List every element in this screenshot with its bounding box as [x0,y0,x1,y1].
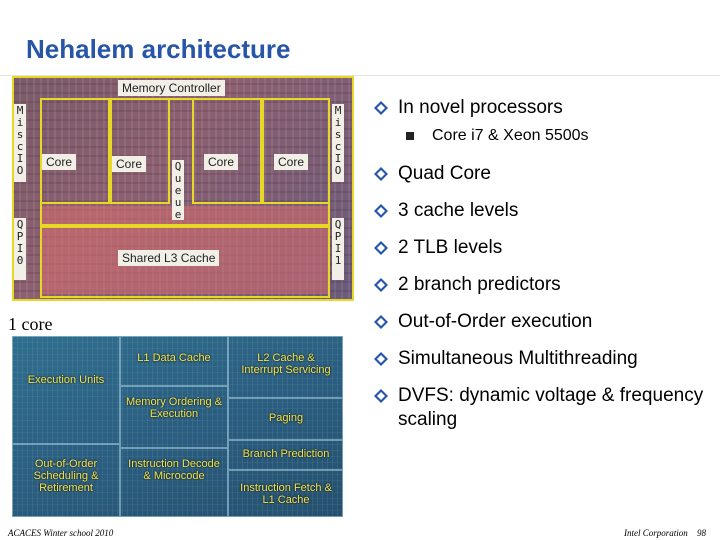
core1-label: Core [42,154,77,170]
bullet-list: In novel processors Core i7 & Xeon 5500s… [370,96,710,432]
shared-l3-label: Shared L3 Cache [118,250,220,266]
bullet-text: 2 TLB levels [398,237,503,258]
l3-outline [40,226,330,298]
branch-prediction-label: Branch Prediction [242,448,330,460]
instruction-decode-label: Instruction Decode & Microcode [128,458,220,482]
core1-outline [40,98,110,204]
l2-cache-label: L2 Cache & Interrupt Servicing [241,352,331,376]
bullet-item: 3 cache levels [370,199,710,223]
page-number: 98 [697,528,706,538]
nehalem-die-image: Memory Controller Misc IO Misc IO QPI 0 … [12,76,354,301]
title-divider [0,75,720,76]
bullet-item: Quad Core [370,162,710,186]
diamond-bullet-icon [374,101,388,115]
footer-left: ACACES Winter school 2010 [8,528,114,538]
core2-label: Core [112,156,147,172]
diamond-bullet-icon [374,352,388,366]
execution-units-label: Execution Units [27,374,105,386]
execution-units-region [12,336,120,444]
memory-ordering-region [120,386,228,448]
branch-prediction-region [228,440,343,470]
square-bullet-icon [406,132,414,140]
core2-outline [110,98,170,204]
queue-label: Queue [172,160,184,221]
core3-label: Core [204,154,239,170]
memory-ordering-label: Memory Ordering & Execution [126,396,222,420]
sub-bullet-text: Core i7 & Xeon 5500s [432,127,589,144]
core4-outline [262,98,330,204]
core4-label: Core [274,154,309,170]
l1-data-cache-region [120,336,228,386]
diamond-bullet-icon [374,167,388,181]
instruction-decode-region [120,448,228,517]
paging-label: Paging [268,412,304,424]
bullet-text: 2 branch predictors [398,274,561,295]
diamond-bullet-icon [374,241,388,255]
instruction-fetch-region [228,470,343,517]
footer-right: Intel Corporation [624,528,688,538]
slide-title: Nehalem architecture [26,34,291,64]
l2-cache-region [228,336,343,398]
memory-controller-label: Memory Controller [118,80,225,96]
bullet-text: DVFS: dynamic voltage & frequency scalin… [398,385,704,430]
ooo-label: Out-of-Order Scheduling & Retirement [33,458,99,494]
ooo-region [12,444,120,517]
l1-data-cache-label: L1 Data Cache [137,352,211,364]
bullet-item: Simultaneous Multithreading [370,347,710,371]
bullet-text: Out-of-Order execution [398,311,593,332]
bullet-item: 2 branch predictors [370,273,710,297]
core3-outline [192,98,262,204]
bullet-text: 3 cache levels [398,200,519,221]
bullet-item: DVFS: dynamic voltage & frequency scalin… [370,384,710,432]
paging-region [228,398,343,440]
misc-io-left-label: Misc IO [14,104,26,182]
bullet-text: Simultaneous Multithreading [398,348,638,369]
diamond-bullet-icon [374,204,388,218]
bullet-item: 2 TLB levels [370,236,710,260]
bullet-item: In novel processors [370,96,710,120]
single-core-image: Execution Units L1 Data Cache L2 Cache &… [12,336,343,517]
qpi0-label: QPI 0 [14,218,26,280]
bullet-text: Quad Core [398,163,491,184]
qpi1-label: QPI 1 [332,218,344,280]
misc-io-right-label: Misc IO [332,104,344,182]
diamond-bullet-icon [374,278,388,292]
sub-bullet-item: Core i7 & Xeon 5500s [370,126,710,146]
bullet-item: Out-of-Order execution [370,310,710,334]
diamond-bullet-icon [374,315,388,329]
core-caption: 1 core [8,314,53,334]
instruction-fetch-label: Instruction Fetch & L1 Cache [240,482,332,506]
diamond-bullet-icon [374,389,388,403]
bullet-text: In novel processors [398,97,563,118]
die-outline [12,76,354,301]
